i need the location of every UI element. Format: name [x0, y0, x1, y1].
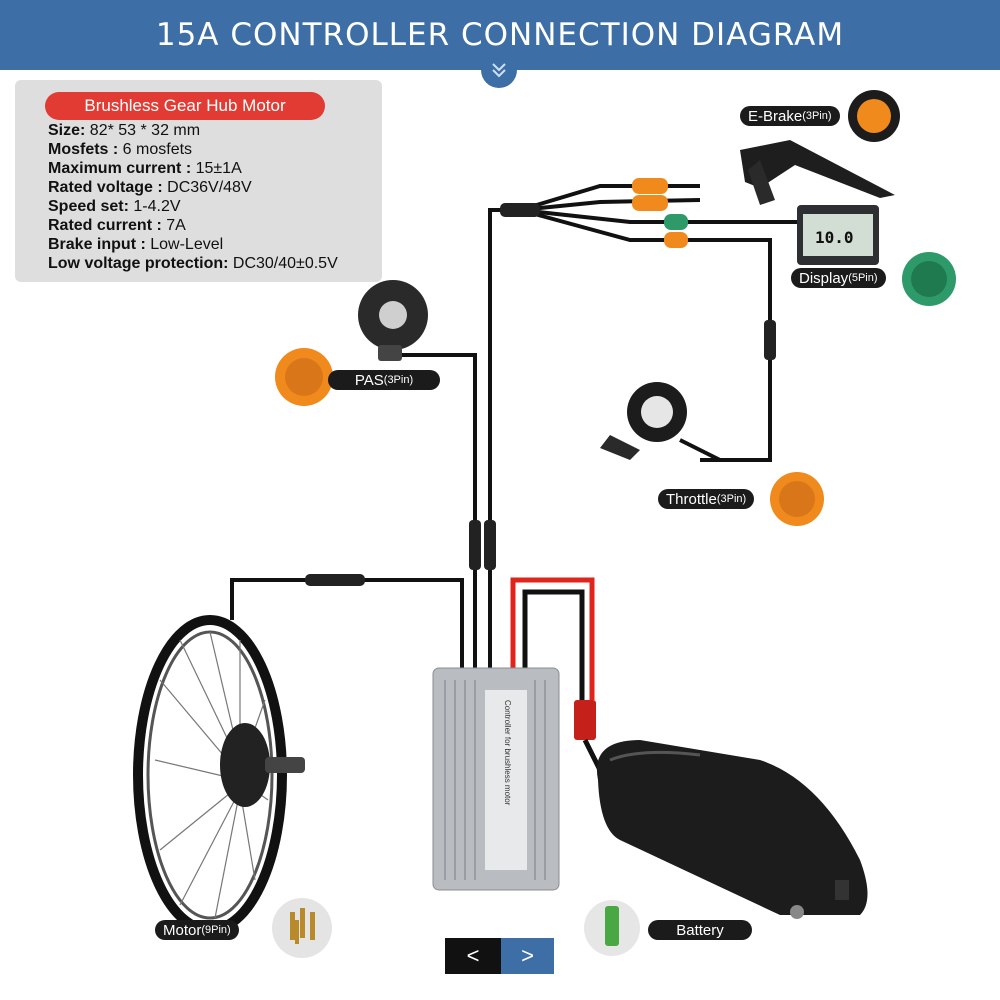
throttle-connector-icon: [770, 472, 824, 526]
battery-label: Battery: [648, 920, 752, 940]
next-button[interactable]: >: [501, 938, 554, 974]
battery-plug: [574, 700, 596, 740]
throttle-label: Throttle(3Pin): [658, 489, 755, 509]
spec-item-label: Rated current :: [48, 217, 162, 234]
display-unit: 10.0: [797, 205, 879, 265]
header-bar: 15A CONTROLLER CONNECTION DIAGRAM: [0, 0, 1000, 70]
motor-cable: [230, 578, 464, 670]
spec-item-label: Brake input :: [48, 236, 146, 253]
spec-item-label: Rated voltage :: [48, 179, 163, 196]
harness-connectors: [632, 178, 688, 248]
prev-button[interactable]: <: [445, 938, 501, 974]
ebrake-lever: [740, 140, 895, 205]
display-screen-text: 10.0: [815, 228, 854, 247]
connector-sleeves: [305, 203, 776, 586]
spec-item: Size: 82* 53 * 32 mm: [48, 121, 338, 140]
pas-connector-icon: [275, 348, 333, 406]
battery-pack: [596, 740, 868, 919]
spec-item: Mosfets : 6 mosfets: [48, 140, 338, 159]
display-branch: [519, 208, 800, 224]
spec-item: Rated current : 7A: [48, 216, 338, 235]
spec-item-label: Speed set:: [48, 198, 129, 215]
throttle-branch: [519, 208, 772, 462]
spec-item-value: DC36V/48V: [162, 179, 252, 196]
controller-box: Controller for brushless motor: [432, 667, 560, 891]
spec-item-value: 1-4.2V: [128, 198, 181, 215]
power-wires: [510, 577, 595, 700]
spec-item: Maximum current : 15±1A: [48, 159, 338, 178]
controller-label: Controller for brushless motor: [503, 700, 512, 806]
spec-item-label: Low voltage protection:: [48, 255, 229, 272]
motor-connector-pins: [272, 898, 332, 958]
display-connector-icon: [902, 252, 956, 306]
spec-item: Low voltage protection: DC30/40±0.5V: [48, 254, 338, 273]
ebrake-connector-icon: [848, 90, 900, 142]
motor-label: Motor (9Pin): [155, 920, 239, 940]
spec-item: Brake input : Low-Level: [48, 235, 338, 254]
hub-motor-wheel: [133, 615, 305, 935]
spec-item-value: DC30/40±0.5V: [228, 255, 338, 272]
spec-item: Speed set: 1-4.2V: [48, 197, 338, 216]
page-title: 15A CONTROLLER CONNECTION DIAGRAM: [155, 17, 845, 53]
display-label: Display(5Pin): [791, 268, 886, 288]
spec-item-label: Size:: [48, 122, 86, 139]
pas-label: PAS (3Pin): [328, 370, 440, 390]
pas-sensor-disc: [358, 280, 428, 361]
spec-item-value: Low-Level: [145, 236, 224, 253]
spec-item-value: 15±1A: [191, 160, 242, 177]
wires: [230, 184, 800, 670]
spec-title-badge: Brushless Gear Hub Motor: [45, 92, 325, 120]
spec-item-label: Mosfets :: [48, 141, 119, 158]
ebrake-label: E-Brake(3Pin): [740, 106, 840, 126]
spec-item-value: 82* 53 * 32 mm: [85, 122, 201, 139]
spec-item-value: 7A: [161, 217, 186, 234]
battery-connector-icon: [584, 900, 640, 956]
spec-item-label: Maximum current :: [48, 160, 192, 177]
chevron-down-icon: [481, 60, 517, 88]
spec-item-value: 6 mosfets: [118, 141, 193, 158]
spec-item: Rated voltage : DC36V/48V: [48, 178, 338, 197]
thumb-throttle: [600, 382, 721, 462]
